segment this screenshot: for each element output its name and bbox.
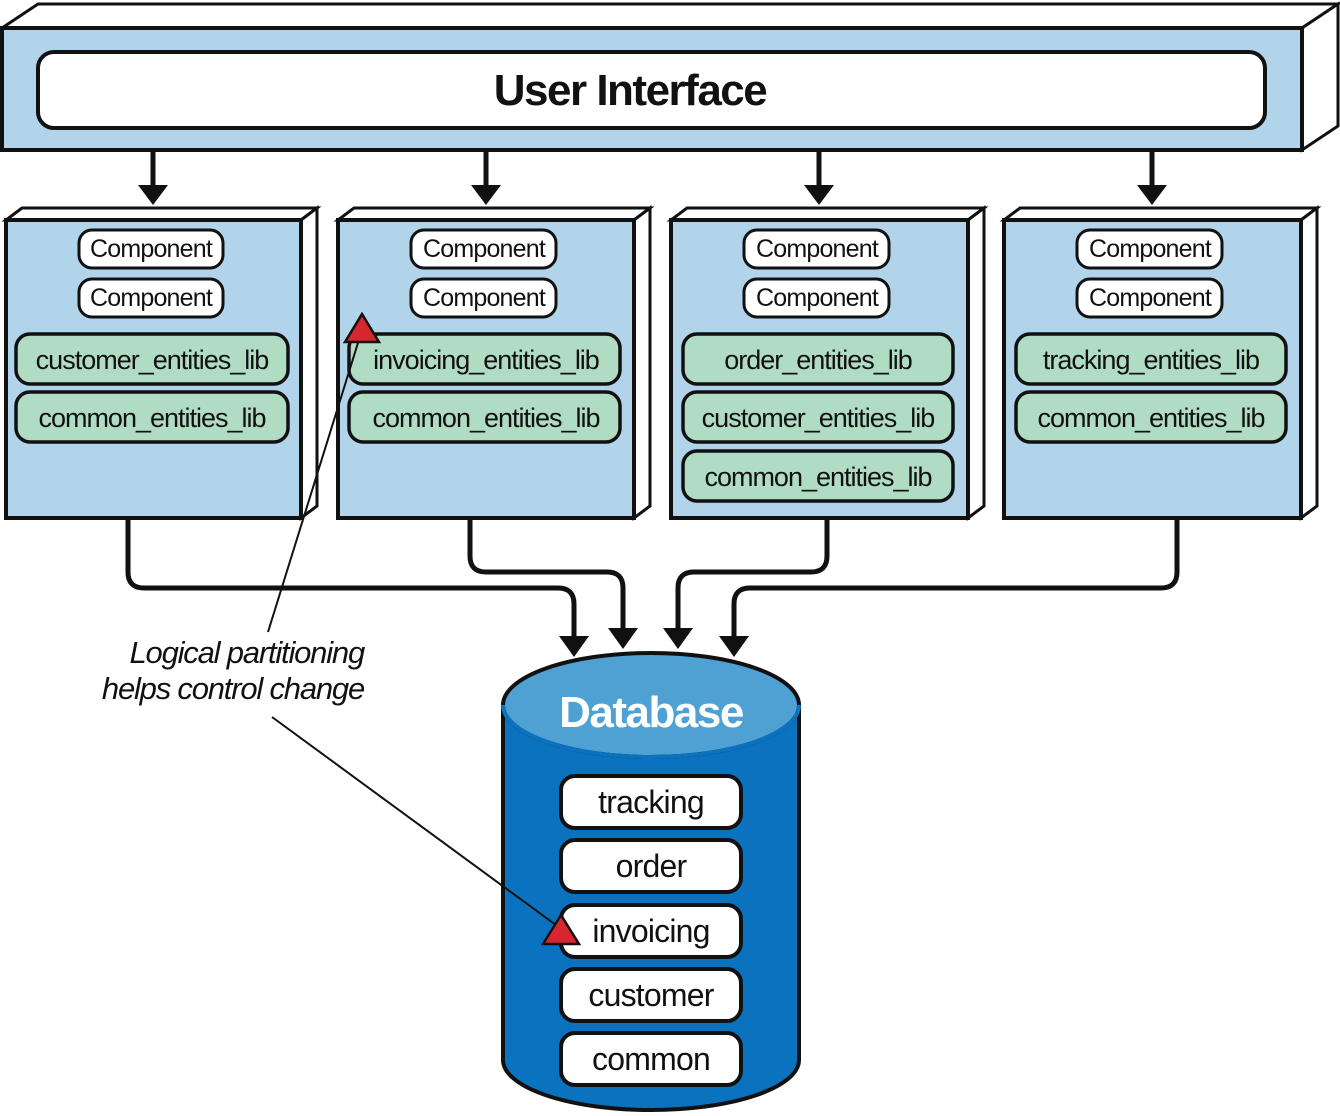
library-label: common_entities_lib	[38, 403, 265, 433]
connector-service-1-to-db	[125, 518, 577, 636]
component-label: Component	[90, 235, 213, 263]
callout-leader-top	[267, 329, 363, 633]
connector-service-4-to-db	[731, 518, 1180, 636]
change-marker-triangle	[342, 311, 382, 344]
database-cylinder: Database tracking order invoicing custom…	[501, 651, 801, 1112]
component-box	[77, 277, 225, 319]
database-label: Database	[559, 688, 743, 737]
callout-line-2: helps control change	[102, 671, 365, 706]
component-label: Component	[756, 235, 879, 263]
library-box	[1014, 390, 1288, 444]
connector-service-2-to-db	[467, 518, 626, 628]
component-box	[1075, 277, 1224, 319]
user-interface-label: User Interface	[494, 66, 767, 115]
library-box	[681, 332, 955, 386]
callout: Logical partitioning helps control chang…	[102, 311, 582, 946]
database-table-label: order	[616, 848, 688, 884]
library-label: customer_entities_lib	[702, 403, 935, 433]
service-panel-1: Component Component customer_entities_li…	[1, 205, 322, 521]
component-box	[409, 228, 558, 270]
component-label: Component	[1089, 284, 1212, 312]
library-box	[681, 390, 955, 444]
connector-service-3-to-db	[675, 518, 830, 628]
component-box	[77, 228, 225, 270]
component-label: Component	[756, 284, 879, 312]
ui-to-service-arrows	[138, 150, 1167, 205]
user-interface-panel: User Interface	[0, 1, 1340, 153]
library-box	[347, 390, 622, 444]
database-table-box	[559, 967, 743, 1023]
database-table-label: customer	[588, 977, 714, 1013]
component-box	[742, 228, 891, 270]
service-to-database-connectors	[125, 518, 1180, 657]
component-label: Component	[423, 235, 546, 263]
component-box	[742, 277, 891, 319]
library-box	[14, 390, 290, 444]
service-panel-2: Component Component invoicing_entities_l…	[333, 205, 655, 521]
user-interface-box	[36, 50, 1267, 130]
library-label: common_entities_lib	[372, 403, 599, 433]
component-label: Component	[423, 284, 546, 312]
library-label: common_entities_lib	[1037, 403, 1264, 433]
component-label: Component	[90, 284, 213, 312]
callout-line-1: Logical partitioning	[129, 635, 364, 670]
database-table-box	[559, 774, 743, 830]
library-box	[14, 332, 290, 386]
library-box	[347, 332, 622, 386]
database-table-box	[559, 838, 743, 894]
component-label: Component	[1089, 235, 1212, 263]
component-box	[409, 277, 558, 319]
change-marker-triangle	[540, 912, 582, 946]
library-box	[681, 449, 955, 503]
database-table-label: invoicing	[592, 913, 709, 949]
library-label: invoicing_entities_lib	[373, 345, 599, 375]
library-label: order_entities_lib	[724, 345, 912, 375]
callout-leader-bottom	[271, 716, 561, 929]
library-label: common_entities_lib	[704, 462, 931, 492]
database-table-box	[559, 1031, 743, 1087]
service-panel-3: Component Component order_entities_lib c…	[666, 205, 989, 521]
component-box	[1075, 228, 1224, 270]
database-table-label: common	[592, 1041, 710, 1077]
database-table-label: tracking	[598, 784, 704, 820]
library-label: tracking_entities_lib	[1043, 345, 1259, 375]
service-panel-4: Component Component tracking_entities_li…	[999, 205, 1322, 521]
library-box	[1014, 332, 1288, 386]
library-label: customer_entities_lib	[36, 345, 269, 375]
